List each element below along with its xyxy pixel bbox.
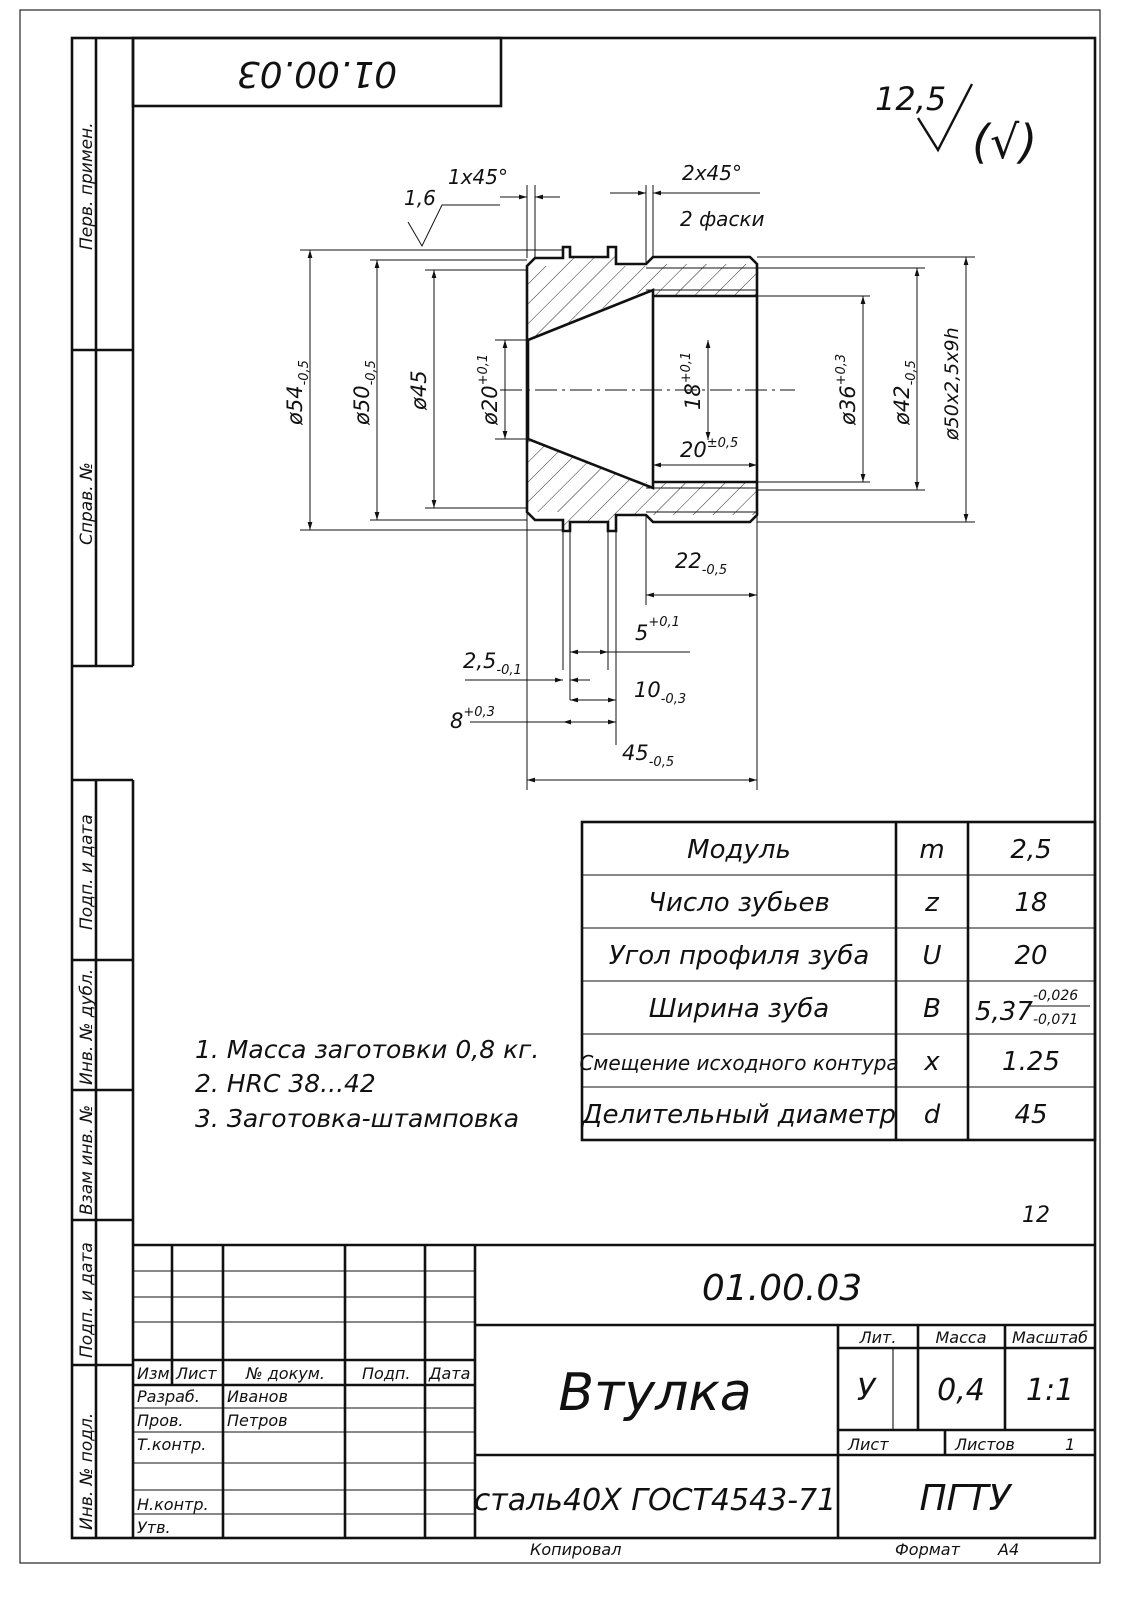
roughness-local: 1,6	[404, 186, 436, 210]
chamfer-right: 2х45°	[682, 161, 742, 185]
sheet-frame	[19, 9, 1101, 1564]
tb-role-tkontr: Т.контр.	[137, 1435, 206, 1454]
tb-role-prov: Пров.	[137, 1411, 184, 1430]
tb-role-utv: Утв.	[137, 1518, 171, 1537]
technical-notes: 1. Масса заготовки 0,8 кг. 2. HRC 38...4…	[195, 1035, 539, 1133]
section-hatch-right	[646, 264, 757, 515]
dim-d42: ø42-0,5	[890, 360, 919, 426]
tb-name-razrab: Иванов	[227, 1387, 288, 1406]
tb-role-nkontr: Н.контр.	[137, 1495, 209, 1514]
dim-10: 10-0,3	[634, 678, 686, 707]
dim-45: 45-0,5	[622, 741, 674, 770]
param-value-angle: 20	[1014, 941, 1047, 971]
tb-header-izm: Изм.	[137, 1364, 175, 1383]
roughness-mark: (√)	[972, 115, 1037, 169]
tb-header-doc: № докум.	[245, 1364, 325, 1383]
dim-20: 20±0,5	[680, 436, 738, 462]
param-symbol-width: B	[923, 994, 941, 1024]
tb-header-list: Лист	[175, 1364, 217, 1383]
tb-material: сталь40Х ГОСТ4543-71	[474, 1483, 836, 1518]
dimension-texts: 1х45° 1,6 2х45° 2 фаски ø54-0,5 ø50-0,5 …	[283, 161, 963, 770]
param-name-teeth: Число зубьев	[648, 888, 830, 918]
tb-role-razrab: Разраб.	[137, 1387, 200, 1406]
param-value-width: 5,37	[975, 997, 1033, 1027]
dim-spline: ø50х2,5х9h	[941, 327, 963, 441]
part-outline	[525, 245, 759, 533]
part-section	[500, 245, 795, 533]
dimension-lines	[300, 185, 975, 790]
param-symbol-teeth: z	[924, 888, 940, 918]
tb-name: Втулка	[558, 1363, 751, 1423]
title-block: Изм. Лист № докум. Подп. Дата Разраб. Ив…	[133, 1243, 1095, 1538]
footer: Копировал Формат А4	[530, 1540, 1019, 1559]
dim-2-5: 2,5-0,1	[463, 649, 522, 678]
dim-8: 8+0,3	[450, 705, 495, 733]
note-3: 3. Заготовка-штамповка	[195, 1104, 519, 1133]
tb-scale-label: Масштаб	[1012, 1328, 1088, 1347]
param-name-diameter: Делительный диаметр	[581, 1100, 896, 1130]
tb-sheet-label: Лист	[847, 1435, 889, 1454]
tb-header-data: Дата	[428, 1364, 470, 1383]
roughness-symbol: 12,5 (√)	[875, 80, 1037, 169]
side-label-sprav: Справ. №	[77, 462, 97, 545]
side-label-podp1: Подп. и дата	[77, 814, 97, 930]
side-label-podp2: Подп. и дата	[77, 1242, 97, 1358]
dim-d45: ø45	[407, 370, 431, 411]
top-code-box: 01.00.03	[131, 36, 503, 108]
param-value-diameter: 45	[1014, 1100, 1047, 1130]
dim-22: 22-0,5	[675, 549, 727, 578]
param-symbol-angle: U	[922, 941, 941, 971]
param-symbol-shift: x	[923, 1047, 940, 1077]
param-value-teeth: 18	[1014, 888, 1047, 918]
roughness-value: 12,5	[875, 80, 946, 118]
side-label-vzam: Взам инв. №	[77, 1105, 97, 1215]
chamfer-right-note: 2 фаски	[680, 207, 765, 231]
side-label-inv-dubl: Инв. № дубл.	[77, 969, 97, 1085]
note-1: 1. Масса заготовки 0,8 кг.	[195, 1035, 539, 1064]
param-name-module: Модуль	[687, 835, 791, 865]
param-name-width: Ширина зуба	[649, 994, 829, 1024]
side-label-inv-podl: Инв. № подл.	[77, 1413, 97, 1530]
param-symbol-module: m	[919, 835, 944, 865]
tb-header-podp: Подп.	[362, 1364, 410, 1383]
tb-sheets-value: 1	[1065, 1435, 1075, 1454]
tb-sheets-label: Листов	[954, 1435, 1015, 1454]
params-table: Модуль m 2,5 Число зубьев z 18 Угол проф…	[579, 820, 1097, 1142]
tb-org: ПГТУ	[919, 1478, 1012, 1519]
tb-scale-value: 1:1	[1026, 1373, 1074, 1408]
chamfer-left: 1х45°	[448, 165, 508, 189]
footer-format-label: Формат	[895, 1540, 961, 1559]
top-code: 01.00.03	[237, 53, 397, 94]
param-value-shift: 1.25	[1002, 1047, 1060, 1077]
footer-copied: Копировал	[530, 1540, 621, 1559]
param-value-module: 2,5	[1010, 835, 1051, 865]
side-column-labels: Перв. примен. Справ. № Подп. и дата Инв.…	[77, 122, 97, 1530]
param-name-shift: Смещение исходного контура	[579, 1051, 898, 1075]
section-hatch	[527, 247, 646, 531]
side-label-perv: Перв. примен.	[77, 122, 97, 250]
tb-mass-label: Масса	[935, 1328, 986, 1347]
dim-d54: ø54-0,5	[283, 360, 312, 426]
param-symbol-diameter: d	[924, 1100, 941, 1130]
dim-18: 18+0,1	[679, 352, 705, 410]
note-2: 2. HRC 38...42	[195, 1069, 376, 1098]
param-name-angle: Угол профиля зуба	[609, 941, 870, 971]
tb-code: 01.00.03	[702, 1268, 862, 1309]
param-tol-upper-width: -0,026	[1033, 988, 1078, 1004]
tb-lit-label: Лит.	[859, 1328, 897, 1347]
dim-5: 5+0,1	[635, 615, 680, 645]
dim-d50: ø50-0,5	[350, 360, 379, 426]
dim-d36: ø36+0,3	[834, 354, 860, 426]
param-tol-lower-width: -0,071	[1033, 1012, 1078, 1028]
footer-format-value: А4	[997, 1540, 1019, 1559]
dim-d20: ø20+0,1	[476, 354, 502, 426]
tb-lit-value: У	[857, 1373, 877, 1408]
tb-name-prov: Петров	[227, 1411, 288, 1430]
tb-mass-value: 0,4	[937, 1373, 985, 1408]
page-mark: 12	[1022, 1203, 1050, 1228]
